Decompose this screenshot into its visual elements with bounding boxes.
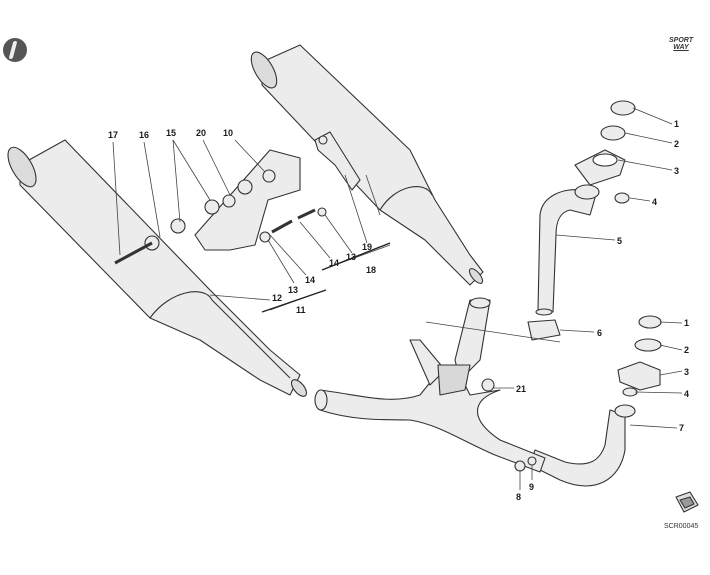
pipe-7 — [529, 315, 662, 487]
callout-2-bottom: 2 — [684, 345, 690, 355]
callout-1-top: 1 — [674, 119, 680, 129]
callout-13-right: 13 — [346, 252, 357, 262]
right-bracket — [297, 131, 361, 220]
callout-1-bottom: 1 — [684, 318, 690, 328]
exploded-view-icon — [675, 491, 699, 513]
callout-13-left: 13 — [288, 285, 299, 295]
group-18-underline — [321, 242, 391, 271]
brand-line2: WAY — [673, 44, 689, 51]
diagram-code: SCR00045 — [664, 523, 699, 530]
callout-8: 8 — [516, 492, 522, 502]
right-muffler — [250, 44, 484, 286]
y-connector — [314, 297, 561, 473]
callout-4-top: 4 — [652, 197, 658, 207]
callout-21: 21 — [516, 384, 527, 394]
callout-7: 7 — [679, 423, 685, 433]
callout-4-bottom: 4 — [684, 389, 690, 399]
callout-2-top: 2 — [674, 139, 680, 149]
group-11-underline — [261, 289, 327, 313]
callout-19: 19 — [362, 242, 373, 252]
callout-3-bottom: 3 — [684, 367, 690, 377]
callout-5: 5 — [617, 236, 623, 246]
left-muffler — [7, 139, 308, 397]
callout-10: 10 — [223, 128, 234, 138]
callout-3-top: 3 — [674, 166, 680, 176]
callout-18: 18 — [366, 265, 377, 275]
left-bracket — [114, 149, 301, 265]
callout-17: 17 — [108, 130, 119, 140]
callout-12: 12 — [272, 293, 283, 303]
callout-6: 6 — [597, 328, 603, 338]
callout-15: 15 — [166, 128, 177, 138]
manual-badge-icon — [3, 38, 27, 62]
pipe-5 — [535, 100, 636, 316]
callout-14-right: 14 — [329, 258, 340, 268]
sportway-logo: SPORT WAY — [669, 37, 693, 51]
callout-20: 20 — [196, 128, 207, 138]
brand-line1: SPORT — [669, 37, 693, 44]
callout-9: 9 — [529, 482, 535, 492]
callout-14-left: 14 — [305, 275, 316, 285]
callout-11: 11 — [296, 305, 306, 315]
callout-16: 16 — [139, 130, 150, 140]
